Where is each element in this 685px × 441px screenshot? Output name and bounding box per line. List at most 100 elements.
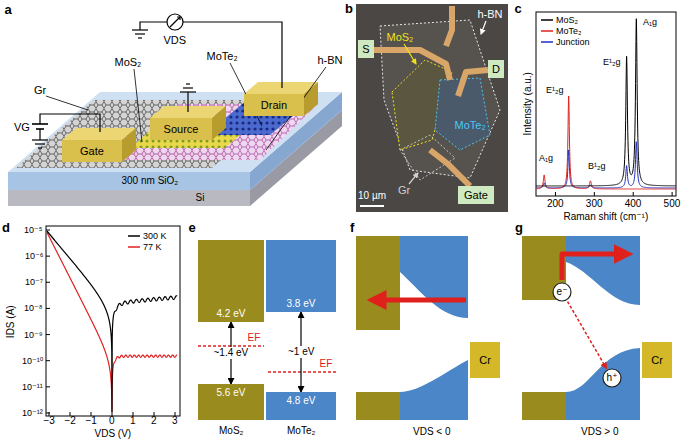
flake-label: MoS₂ [387,31,414,44]
tick-label: 10⁻⁹ [24,330,43,340]
tick-label: 10⁻⁸ [24,303,43,313]
edge-label: ~1 eV [287,346,315,358]
node-text: S [362,43,369,56]
axis-title: Intensity (a.u.) [521,72,533,135]
panel-letter: d [2,221,10,236]
electrode-pad: Source [150,118,212,140]
tick-label: 10⁻¹¹ [22,382,43,392]
axis-tick [594,192,595,196]
tick-label: 10⁻⁶ [25,251,43,261]
node-text: D [492,63,500,76]
node-text: Cr [651,354,663,367]
fermi-label: EF [248,332,261,344]
legend-text: 300 K [143,231,167,241]
tick-label: 10⁻⁷ [25,277,43,287]
layer-label: h-BN [318,54,343,67]
legend-text: 77 K [143,242,162,252]
material-label: MoTe₂ [287,425,315,437]
electrode-pad: Gate [62,140,122,162]
axis-tick [46,308,50,309]
iv-curve [47,231,177,412]
raman-curve [536,142,676,188]
axis-tick [46,282,50,283]
axis-tick [46,334,50,335]
fermi-label: EF [320,358,333,370]
node-text: 4.2 eV [217,308,246,320]
axis-tick [46,360,50,361]
layer-label: MoS₂ [115,56,142,69]
carrier-circle: h⁺ [602,368,622,388]
layer-label: Gr [34,84,46,97]
tick-label: 200 [547,198,564,210]
signal-label: VDS [164,34,187,47]
axis-tick [46,386,50,387]
tick-label: 10⁻¹² [22,408,43,418]
band-block: 3.8 eV [266,240,336,312]
material-label: MoS₂ [219,425,243,437]
raman-curve [536,19,676,186]
fermi-level-lines [198,346,336,372]
flake-label: MoTe₂ [455,119,486,132]
circle-shape [553,283,571,301]
carrier-circle: e⁻ [552,282,572,302]
flake-label: Gr [398,184,410,197]
tick-label: 10⁻⁵ [24,225,43,235]
tick-label: −2 [65,415,76,427]
axis-tick [555,192,556,196]
peak-label: A₁g [643,17,657,27]
layer-label: MoTe₂ [207,50,238,63]
peak-label: E¹₂g [603,57,621,67]
axis-tick [46,256,50,257]
node-text: Source [164,123,199,136]
band-diagram-reverse [356,236,468,420]
tick-label: 0 [109,415,115,427]
legend-text: Junction [556,37,590,47]
panel-letter: e [189,221,196,236]
band-block: 4.8 eV [266,392,336,420]
scale-label: 10 µm [358,190,386,202]
node-text: Cr [479,354,491,367]
node-text: 4.8 eV [287,395,316,407]
electrode-pad: Drain [244,94,304,116]
contact-block: Cr [470,342,500,378]
tick-label: 400 [625,198,642,210]
bias-label: VDS > 0 [581,426,619,438]
node-text: 5.6 eV [217,387,246,399]
electrode-tag: Gate [458,186,494,204]
tick-label: 1 [130,415,136,427]
axis-title: Raman shift (cm⁻¹) [564,211,649,223]
tick-label: −1 [86,415,97,427]
tick-label: 2 [151,415,157,427]
electrode-tag: S [358,40,374,58]
circle-shape [603,369,621,387]
node-text: e⁻ [557,286,568,298]
layer-label: 300 nm SiO₂ [122,175,179,187]
bias-label: VDS < 0 [413,426,451,438]
signal-label: VG [14,121,30,134]
optical-micrograph [356,4,508,212]
peak-label: B¹₂g [588,161,606,171]
axis-title: VDS (V) [95,428,132,440]
flake-label: h-BN [478,8,503,21]
edge-label: ~1.4 eV [213,347,250,359]
peak-label: E¹₂g [546,85,564,95]
panel-letter: a [5,3,12,18]
contact-block: Cr [642,342,672,378]
tick-label: 500 [664,198,681,210]
tick-label: 300 [586,198,603,210]
legend-text: MoS₂ [556,15,578,25]
panel-letter: c [515,2,522,17]
axis-title: IDS (A) [4,305,16,338]
device-schematic [8,14,342,206]
tick-label: 10⁻¹⁰ [22,356,43,366]
tick-label: −3 [44,415,55,427]
axis-tick [633,192,634,196]
legend-text: MoTe₂ [556,26,582,36]
connector [568,302,607,369]
electrode-tag: D [488,60,504,78]
layer-label: Si [196,192,205,204]
node-text: Drain [261,99,287,112]
panel-letter: g [515,221,523,236]
node-text: Gate [80,145,104,158]
band-block: 4.2 eV [198,240,264,322]
